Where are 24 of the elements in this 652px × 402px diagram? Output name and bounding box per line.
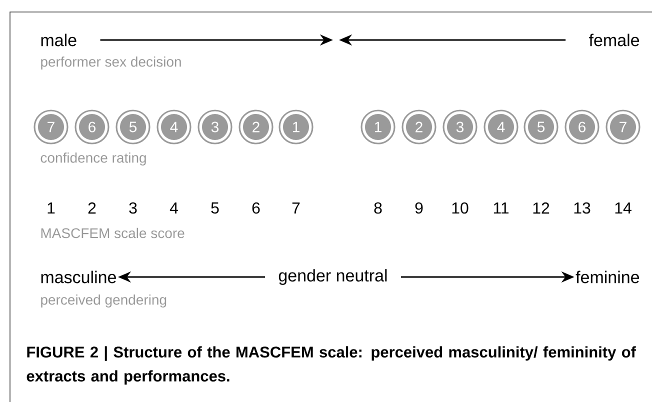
score-number: 2 bbox=[88, 202, 96, 214]
scale-caption: performer sex decision bbox=[41, 56, 181, 70]
score-number: 10 bbox=[452, 202, 468, 214]
score-number: 4 bbox=[170, 202, 178, 214]
scale-label: feminine bbox=[576, 270, 640, 284]
score-number: 5 bbox=[211, 202, 219, 214]
score-number: 14 bbox=[615, 202, 632, 214]
score-number: 11 bbox=[494, 202, 509, 214]
scale-caption: confidence rating bbox=[40, 152, 146, 166]
scale-label: male bbox=[41, 34, 76, 46]
score-number: 13 bbox=[574, 202, 590, 214]
score-number: 12 bbox=[533, 202, 550, 214]
score-number: 8 bbox=[374, 202, 382, 214]
scale-caption: perceived gendering bbox=[41, 294, 166, 308]
score-number: 1 bbox=[48, 202, 55, 214]
score-number: 3 bbox=[129, 202, 137, 214]
figure-caption: FIGURE 2 | Structure of the MASCFEM scale: perceived masculinity/ femininity of extracts and performances. bbox=[26, 346, 636, 385]
scale-label: female bbox=[589, 34, 640, 46]
scale-label: gender neutral bbox=[278, 269, 387, 285]
score-number: 9 bbox=[415, 202, 423, 214]
score-number: 6 bbox=[252, 202, 260, 214]
scale-label: masculine bbox=[41, 270, 116, 284]
score-number: 7 bbox=[292, 202, 300, 214]
scale-caption: MASCFEM scale score bbox=[41, 228, 184, 238]
